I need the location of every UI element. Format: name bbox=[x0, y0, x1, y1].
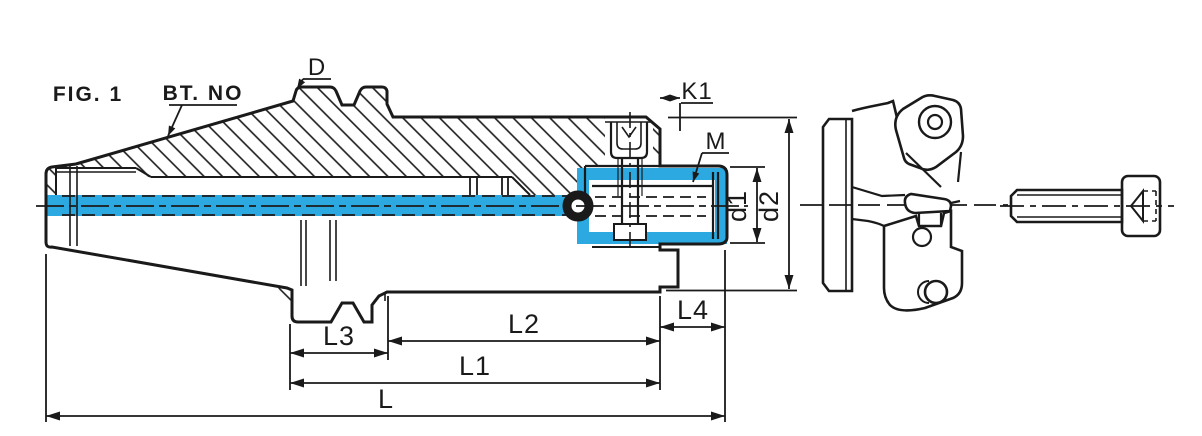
shank-callout: BT. NO bbox=[163, 82, 244, 105]
dim-label-d1: d1 bbox=[722, 190, 752, 222]
callout-d: D bbox=[308, 54, 326, 81]
clamp-screw-section bbox=[605, 112, 653, 248]
leaders bbox=[167, 78, 729, 183]
hex-socket-icon bbox=[1129, 188, 1144, 224]
figure-label: FIG. 1 bbox=[53, 83, 123, 106]
gauge-wedge-hatch bbox=[277, 286, 291, 313]
screw-head bbox=[1120, 174, 1162, 238]
side-insert bbox=[903, 192, 953, 215]
hatch-region bbox=[46, 87, 660, 195]
socket-icon bbox=[621, 126, 637, 139]
d-leader bbox=[296, 78, 306, 90]
dim-label-l3: L3 bbox=[323, 321, 355, 351]
insert-screw-hole bbox=[917, 104, 953, 140]
centerlines bbox=[36, 195, 748, 216]
m-leader bbox=[692, 152, 703, 183]
face-mill-cutter bbox=[800, 94, 1008, 312]
lower-insert-screw bbox=[923, 279, 949, 305]
dim-label-d2: d2 bbox=[754, 190, 784, 222]
shank-leader bbox=[167, 104, 183, 137]
callout-m: M bbox=[706, 128, 727, 155]
cutter-hub bbox=[821, 117, 854, 293]
cutter-lower-body bbox=[882, 209, 964, 312]
dim-label-l: L bbox=[378, 384, 394, 414]
pocket-hole bbox=[911, 226, 933, 248]
dim-label-l4: L4 bbox=[677, 295, 709, 325]
dimension-lines bbox=[46, 94, 794, 421]
callout-k1: K1 bbox=[681, 78, 712, 105]
dim-label-l1: L1 bbox=[459, 351, 491, 381]
dim-label-l2: L2 bbox=[508, 309, 540, 339]
text-labels: FIG. 1 BT. NO D K1 M d1 d2 L3 L2 L4 L1 L bbox=[53, 54, 784, 414]
mounting-screw bbox=[1000, 174, 1174, 238]
